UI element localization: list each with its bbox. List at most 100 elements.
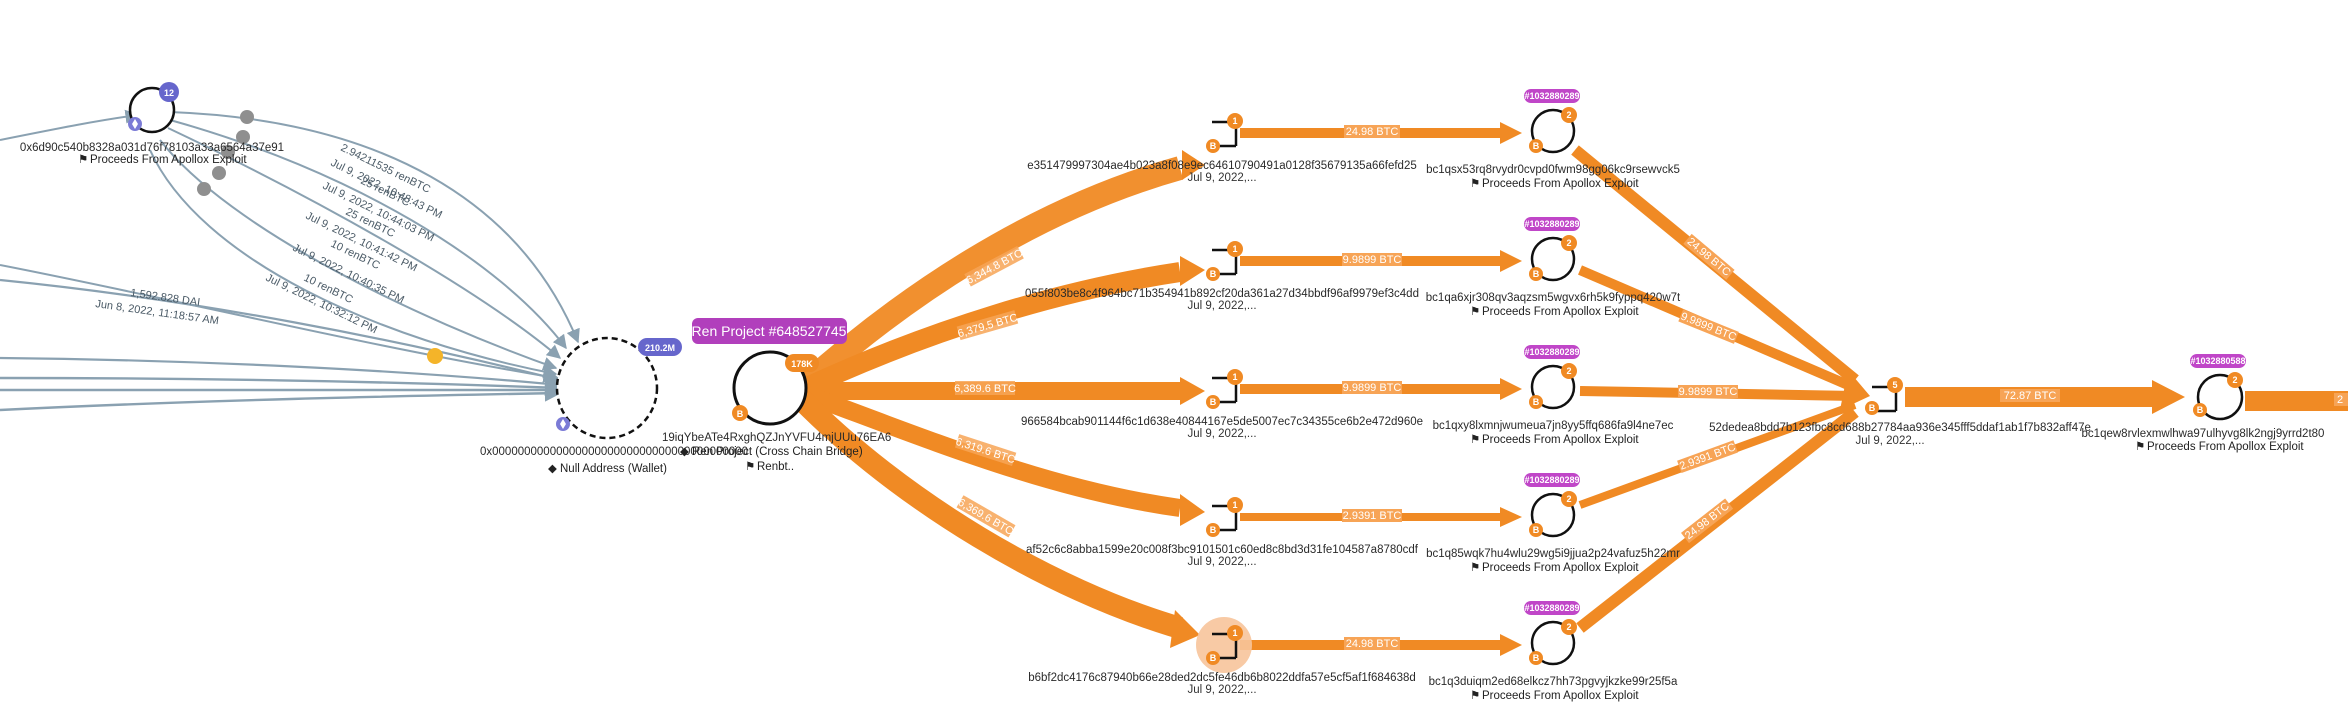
node-address: bc1qxy8lxmnjwumeua7jn8yy5ffq686fa9l4ne7e… — [1433, 420, 1674, 432]
diamond-icon: ◆ — [680, 446, 690, 458]
edge-label-amount: 9.9899 BTC — [1343, 382, 1402, 394]
ethereum-glyph-icon — [132, 119, 138, 129]
coin-marker-icon — [236, 130, 250, 144]
tx-date: Jul 9, 2022,... — [1855, 435, 1924, 447]
bitcoin-glyph-icon: B — [1533, 653, 1540, 663]
edge-bridge-tx4[interactable] — [801, 385, 1182, 517]
bitcoin-icon — [732, 405, 748, 421]
node-popup[interactable] — [692, 318, 847, 344]
edge-dai[interactable] — [0, 264, 558, 383]
count-badge — [1561, 235, 1577, 251]
flag-icon: ⚑ — [745, 461, 755, 473]
diamond-icon: ◆ — [548, 463, 558, 475]
bitcoin-glyph-icon: B — [1533, 269, 1540, 279]
edge-src-null-5[interactable] — [149, 149, 558, 379]
bitcoin-glyph-icon: B — [1210, 525, 1217, 535]
node-tx2[interactable]: 1 B 055f803be8c4f964bc71b354941b892cf20d… — [1025, 241, 1419, 312]
id-tag-label: #1032880289 — [1524, 347, 1579, 357]
bitcoin-icon — [1529, 523, 1543, 537]
count-badge-label: 5 — [1892, 380, 1897, 390]
tx-date: Jul 9, 2022,... — [1187, 556, 1256, 568]
edge-label-amount: 24.98 BTC — [1346, 126, 1399, 138]
count-badge — [1561, 619, 1577, 635]
node-tag: Proceeds From Apollox Exploit — [1482, 434, 1639, 446]
bitcoin-icon — [1529, 267, 1543, 281]
count-badge-label: 1 — [1232, 500, 1237, 510]
count-badge — [638, 338, 682, 356]
node-address: bc1q85wqk7hu4wlu29wg5i9jjua2p24vafuz5h22… — [1426, 548, 1680, 560]
edge-label-amount: 2.9391 BTC — [1678, 441, 1737, 472]
edge-label-amount: 9.9899 BTC — [1343, 254, 1402, 266]
count-badge-label: 2 — [1566, 494, 1571, 504]
bitcoin-icon — [1529, 139, 1543, 153]
node-popup-label: Ren Project #648527745 — [692, 323, 847, 339]
edge-offscreen-2[interactable] — [0, 356, 562, 392]
flag-icon: ⚑ — [1470, 306, 1480, 318]
count-badge-label: 2 — [1566, 238, 1571, 248]
edge-label-amount: 72.87 BTC — [2004, 390, 2057, 402]
node-tag: Proceeds From Apollox Exploit — [2147, 441, 2304, 453]
count-badge-label: 1 — [1232, 244, 1237, 254]
bitcoin-icon — [1529, 395, 1543, 409]
count-badge — [1227, 497, 1243, 513]
node-w1[interactable]: #1032880289 2 B bc1qsx53rq8rvydr0cvpd0fw… — [1426, 89, 1680, 190]
node-w5[interactable]: #1032880289 2 B bc1q3duiqm2ed68elkcz7hh7… — [1429, 601, 1678, 702]
count-badge — [1227, 113, 1243, 129]
node-tx3[interactable]: 1 B 966584bcab901144f6c1d638e40844167e5d… — [1021, 369, 1423, 440]
flag-icon: ⚑ — [1470, 434, 1480, 446]
node-w2[interactable]: #1032880289 2 B bc1qa6xjr308qv3aqzsm5wgv… — [1426, 217, 1681, 318]
node-tx1[interactable]: 1 B e351479997304ae4b023a8f08e9ec6461079… — [1027, 113, 1417, 184]
flag-icon: ⚑ — [2135, 441, 2145, 453]
bitcoin-icon — [2193, 403, 2207, 417]
count-badge — [1227, 625, 1243, 641]
node-w3[interactable]: #1032880289 2 B bc1qxy8lxmnjwumeua7jn8yy… — [1433, 345, 1674, 446]
node-address: 19iqYbeATe4RxghQZJnYVFU4mjUUu76EA6 — [662, 432, 891, 444]
id-tag-badge — [2190, 354, 2246, 368]
node-tag: Null Address (Wallet) — [560, 463, 667, 475]
coin-marker-icon — [197, 182, 211, 196]
grey-edge-labels: 2.94211535 renBTC Jul 9, 2022, 10:48:43 … — [95, 142, 444, 336]
bitcoin-glyph-icon: B — [737, 409, 744, 419]
ethereum-glyph-icon — [560, 419, 566, 429]
coin-marker-icon — [221, 145, 235, 159]
edge-label-amount: 6,389.6 BTC — [954, 383, 1016, 395]
edge-src-null-4[interactable] — [159, 139, 558, 371]
id-tag-badge — [1524, 89, 1580, 103]
edge-bridge-tx2[interactable] — [800, 262, 1182, 398]
node-merge-tx[interactable]: 5 B 52dedea8bdd7b123fbc8cd688b27784aa936… — [1709, 377, 2091, 447]
edge-offscreen-6[interactable] — [0, 109, 140, 141]
node-null-address[interactable]: 210.2M 0x0000000000000000000000000000000… — [480, 336, 748, 475]
node-src-wallet[interactable]: 12 0x6d90c540b8328a031d76f78103a33a6564a… — [20, 82, 284, 166]
node-tag: Ren Project (Cross Chain Bridge) — [692, 446, 863, 458]
bitcoin-glyph-icon: B — [2197, 405, 2204, 415]
bitcoin-glyph-icon: B — [1210, 397, 1217, 407]
node-tx4[interactable]: 1 B af52c6c8abba1599e20c008f3bc9101501c6… — [1026, 497, 1419, 568]
edge-offscreen-3[interactable] — [0, 376, 562, 396]
flag-icon: ⚑ — [1470, 690, 1480, 702]
bitcoin-icon — [1206, 395, 1220, 409]
coin-marker-icon — [212, 166, 226, 180]
id-tag-label: #1032880289 — [1524, 219, 1579, 229]
flag-icon: ⚑ — [1470, 178, 1480, 190]
bitcoin-icon — [1865, 401, 1879, 415]
count-badge-label: 1 — [1232, 628, 1237, 638]
count-badge — [1227, 241, 1243, 257]
selection-highlight — [1196, 617, 1252, 673]
node-address: 0x00000000000000000000000000000000000000… — [480, 446, 748, 458]
node-tx5[interactable]: 1 B b6bf2dc4176c87940b66e28ded2dc5fe46db… — [1028, 617, 1416, 696]
edge-bridge-tx5[interactable] — [792, 390, 1184, 639]
node-final-wallet[interactable]: #1032880588 2 B bc1qew8rvlexmwlhwa97ulhy… — [2082, 354, 2325, 453]
node-ren-bridge[interactable]: 178K B Ren Project #648527745 19iqYbeATe… — [662, 318, 891, 473]
count-badge-label: 1 — [1232, 372, 1237, 382]
edge-label-amount: 9.9899 BTC — [1679, 386, 1738, 398]
id-tag-badge — [1524, 601, 1580, 615]
id-tag-label: #1032880588 — [2190, 356, 2245, 366]
edge-label-amount: 9.9899 BTC — [1679, 311, 1738, 344]
count-badge-label: 12 — [164, 88, 174, 98]
edge-label-amount: 24.98 BTC — [1346, 638, 1399, 650]
edge-offscreen-1[interactable] — [0, 278, 562, 385]
edge-offscreen-5[interactable] — [0, 384, 562, 412]
edge-bridge-tx1[interactable] — [796, 156, 1184, 394]
node-w4[interactable]: #1032880289 2 B bc1q85wqk7hu4wlu29wg5i9j… — [1426, 473, 1680, 574]
